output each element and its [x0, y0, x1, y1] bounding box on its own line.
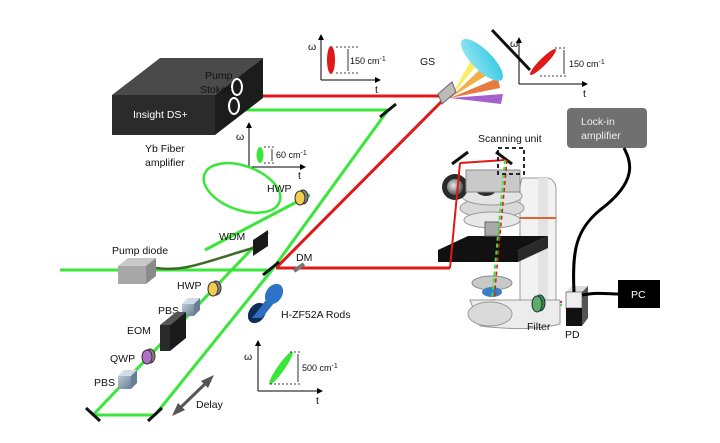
inset-stokes-chirp: ω t 150 cm-1 — [308, 34, 386, 96]
pbs-low-label: PBS — [94, 377, 115, 389]
inset-after-rods: ω t 500 cm-1 — [244, 340, 338, 407]
omega-label: ω — [510, 38, 518, 50]
omega-label: ω — [244, 351, 252, 363]
lockin-label-line1: Lock-in — [581, 116, 615, 128]
mirror-dm-fold — [262, 260, 280, 277]
pump-fiber — [155, 246, 254, 271]
bandwidth-label: 150 cm — [350, 56, 380, 66]
omega-label: ω — [236, 131, 244, 143]
insight-laser: Insight DS+ — [112, 58, 263, 135]
pc-box: PC — [618, 280, 660, 308]
dm-label: DM — [296, 252, 312, 264]
time-label: t — [298, 170, 301, 182]
hwp-top-label: HWP — [267, 183, 292, 195]
microscope — [438, 147, 561, 330]
time-label: t — [316, 395, 319, 407]
rods-label: H-ZF52A Rods — [281, 309, 350, 321]
eyepiece-icon — [442, 174, 468, 200]
svg-text:150 cm-1: 150 cm-1 — [350, 56, 386, 67]
pump-port-icon — [231, 78, 243, 96]
bandwidth-label: 150 cm — [569, 59, 599, 69]
mirror-right — [379, 102, 397, 119]
filter — [531, 294, 546, 313]
eom-block — [160, 312, 186, 351]
glass-rods — [247, 283, 284, 324]
laser-label: Insight DS+ — [133, 109, 188, 121]
time-label: t — [583, 88, 586, 100]
unit-exponent: -1 — [380, 56, 386, 63]
mirror-delay-left — [84, 406, 102, 423]
time-label: t — [375, 84, 378, 96]
svg-text:500 cm-1: 500 cm-1 — [302, 363, 338, 374]
yb-label-line1: Yb Fiber — [145, 143, 185, 155]
wdm-label: WDM — [219, 231, 245, 243]
filter-label: Filter — [527, 321, 551, 333]
pump-label: Pump — [205, 70, 233, 82]
omega-label: ω — [308, 41, 316, 53]
delay-label: Delay — [196, 399, 224, 411]
lens-icon — [460, 38, 504, 82]
inset-pump-pulse: ω t 60 cm-1 — [236, 122, 307, 182]
pc-label: PC — [631, 289, 646, 301]
mirror-delay-right — [146, 406, 164, 423]
bandwidth-label: 500 cm — [302, 363, 332, 373]
pbs-low — [118, 370, 137, 389]
lockin-amplifier: Lock-in amplifier — [567, 108, 647, 148]
qwp — [141, 348, 156, 365]
pc-cable — [581, 291, 619, 297]
stokes-port-icon — [228, 97, 240, 115]
unit-exponent: -1 — [332, 363, 338, 370]
dichroic-mirror — [292, 262, 306, 273]
unit-exponent: -1 — [599, 59, 605, 66]
unit-exponent: -1 — [301, 150, 307, 157]
svg-text:150 cm-1: 150 cm-1 — [569, 59, 605, 70]
delay-arrow-icon — [172, 375, 214, 416]
grating-stretcher — [437, 28, 532, 105]
hwp-top — [294, 189, 309, 206]
bandwidth-label: 60 cm — [276, 150, 301, 160]
scanning-unit-label: Scanning unit — [478, 133, 542, 145]
eom-label: EOM — [127, 325, 151, 337]
pump-diode — [118, 258, 156, 284]
yb-label-line2: amplifier — [145, 157, 185, 169]
scanning-unit-box — [497, 147, 525, 175]
fiber-loop — [202, 161, 282, 215]
photodiode — [565, 286, 588, 326]
inset-after-grating: ω t 150 cm-1 — [510, 37, 605, 100]
hwp-mid — [207, 280, 222, 297]
hwp-mid-label: HWP — [177, 280, 202, 292]
pd-label: PD — [565, 329, 580, 341]
wdm-block — [253, 230, 268, 256]
lockin-label-line2: amplifier — [581, 130, 621, 142]
pump-diode-label: Pump diode — [112, 245, 168, 257]
lockin-cable — [572, 147, 632, 293]
svg-text:60 cm-1: 60 cm-1 — [276, 150, 307, 161]
gs-label: GS — [420, 56, 435, 68]
stokes-label: Stokes — [200, 84, 232, 96]
qwp-label: QWP — [110, 353, 135, 365]
